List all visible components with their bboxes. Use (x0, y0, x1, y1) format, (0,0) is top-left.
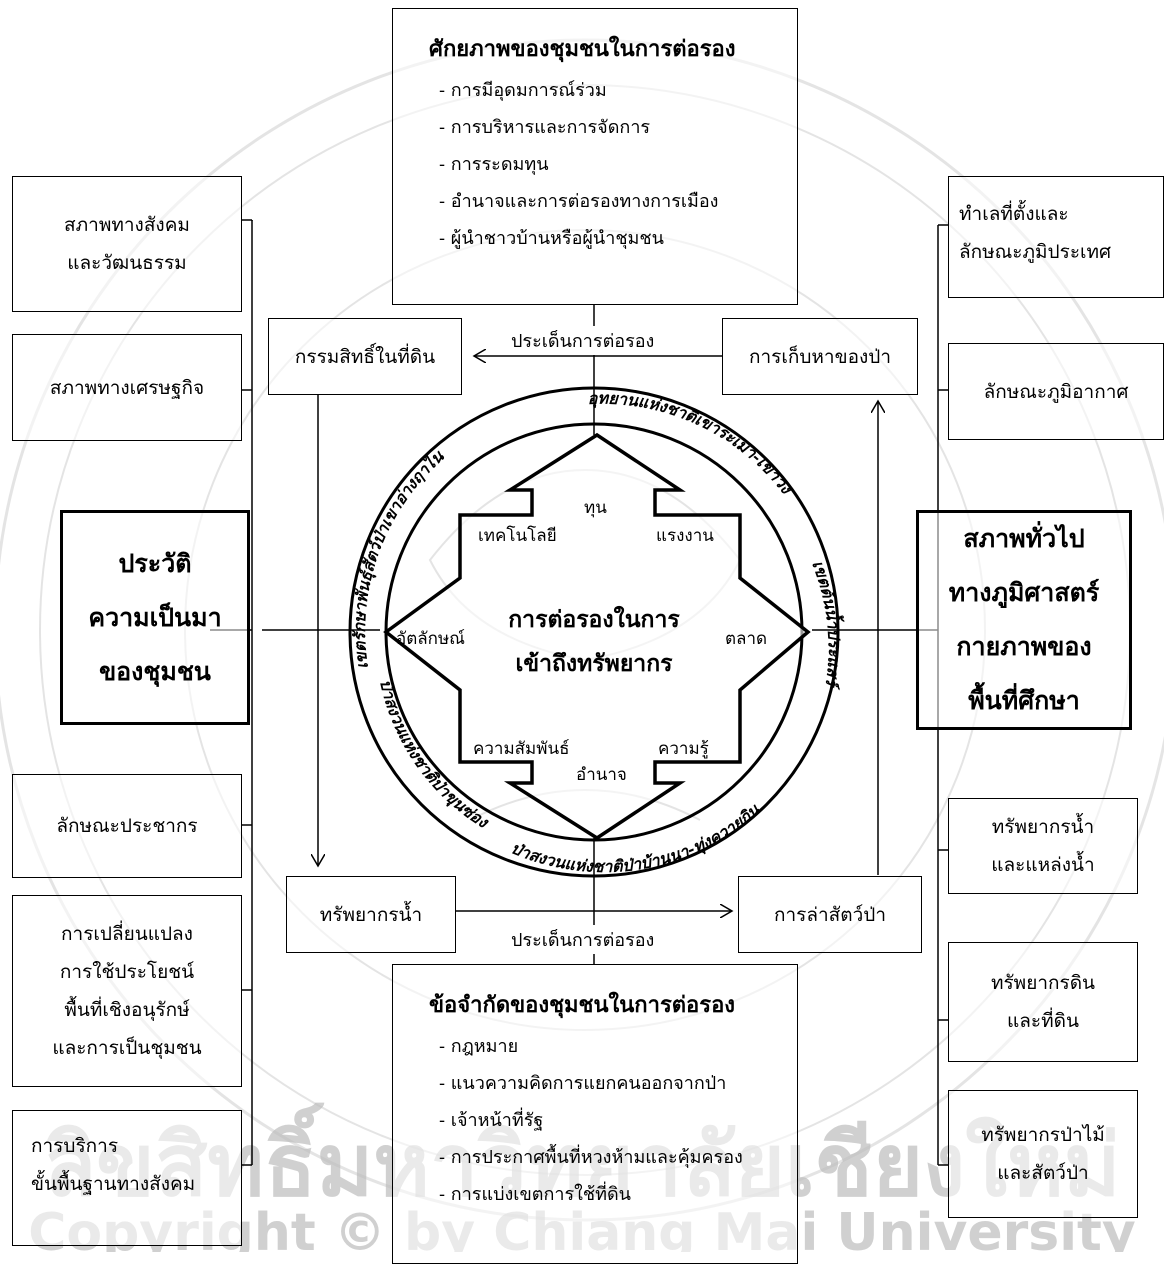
factor-identity: อัตลักษณ์ (396, 625, 465, 652)
limitation-item: - การประกาศพื้นที่หวงห้ามและคุ้มครอง (429, 1139, 797, 1176)
left-history-box: ประวัติ ความเป็นมา ของชุมชน (60, 510, 250, 725)
soil-line-1: ทรัพยากรดิน (991, 964, 1095, 1002)
landuse-line-3: พื้นที่เชิงอนุรักษ์ (64, 991, 189, 1029)
right-climate-box: ลักษณะภูมิอากาศ (948, 343, 1164, 440)
bargaining-issue-label-bottom: ประเด็นการต่อรอง (508, 925, 657, 954)
limitation-item: - เจ้าหน้าที่รัฐ (429, 1102, 797, 1139)
landuse-line-2: การใช้ประโยชน์ (60, 953, 194, 991)
services-line-1: การบริการ (31, 1127, 241, 1165)
economic-line-1: สภาพทางเศรษฐกิจ (50, 369, 204, 407)
community-potential-box: ศักยภาพของชุมชนในการต่อรอง - การมีอุดมกา… (392, 8, 798, 305)
water-line-1: ทรัพยากรน้ำ (992, 808, 1094, 846)
limitation-item: - การแบ่งเขตการใช้ที่ดิน (429, 1176, 797, 1213)
water-line-2: และแหล่งน้ำ (991, 846, 1094, 884)
issue-hunting-box: การล่าสัตว์ป่า (738, 876, 922, 953)
issue-water-resources-box: ทรัพยากรน้ำ (286, 876, 456, 953)
soil-line-2: และที่ดิน (1007, 1002, 1079, 1040)
right-location-box: ทำเลที่ตั้งและ ลักษณะภูมิประเทศ (948, 176, 1164, 298)
geography-line-3: กายภาพของ (956, 620, 1091, 674)
factor-relationship: ความสัมพันธ์ (473, 735, 569, 762)
forest-line-2: และสัตว์ป่า (997, 1154, 1088, 1192)
geography-line-2: ทางภูมิศาสตร์ (949, 566, 1100, 620)
bargaining-issue-label-top: ประเด็นการต่อรอง (508, 326, 657, 355)
social-culture-line-1: สภาพทางสังคม (64, 206, 190, 244)
left-landuse-box: การเปลี่ยนแปลง การใช้ประโยชน์ พื้นที่เชิ… (12, 895, 242, 1087)
center-title-line-2: เข้าถึงทรัพยากร (515, 642, 672, 686)
factor-labor: แรงงาน (656, 522, 714, 549)
services-line-2: ขั้นพื้นฐานทางสังคม (31, 1165, 241, 1203)
left-population-box: ลักษณะประชากร (12, 774, 242, 878)
potential-item: - ผู้นำชาวบ้านหรือผู้นำชุมชน (429, 220, 797, 257)
right-forest-box: ทรัพยากรป่าไม้ และสัตว์ป่า (948, 1090, 1138, 1218)
factor-knowledge: ความรู้ (658, 735, 709, 762)
right-geography-box: สภาพทั่วไป ทางภูมิศาสตร์ กายภาพของ พื้นท… (916, 510, 1132, 730)
left-economic-box: สภาพทางเศรษฐกิจ (12, 334, 242, 441)
geography-line-1: สภาพทั่วไป (963, 512, 1084, 566)
potential-item: - อำนาจและการต่อรองทางการเมือง (429, 183, 797, 220)
location-line-1: ทำเลที่ตั้งและ (959, 195, 1163, 233)
center-title-line-1: การต่อรองในการ (508, 598, 680, 642)
community-limitations-title: ข้อจำกัดของชุมชนในการต่อรอง (429, 987, 797, 1022)
factor-technology: เทคโนโลยี (478, 522, 557, 549)
history-line-2: ความเป็นมา (88, 591, 221, 645)
factor-capital: ทุน (584, 494, 607, 521)
limitation-item: - แนวความคิดการแยกคนออกจากป่า (429, 1065, 797, 1102)
potential-item: - การระดมทุน (429, 146, 797, 183)
issue-forest-collection-label: การเก็บหาของป่า (749, 338, 891, 376)
community-limitations-box: ข้อจำกัดของชุมชนในการต่อรอง - กฎหมาย - แ… (392, 964, 798, 1264)
factor-market: ตลาด (725, 625, 767, 652)
issue-water-resources-label: ทรัพยากรน้ำ (320, 896, 422, 934)
left-social-culture-box: สภาพทางสังคม และวัฒนธรรม (12, 176, 242, 312)
location-line-2: ลักษณะภูมิประเทศ (959, 233, 1163, 271)
issue-land-rights-label: กรรมสิทธิ์ในที่ดิน (295, 338, 435, 376)
population-line-1: ลักษณะประชากร (56, 807, 197, 845)
landuse-line-4: และการเป็นชุมชน (52, 1029, 201, 1067)
history-line-1: ประวัติ (119, 537, 192, 591)
issue-land-rights-box: กรรมสิทธิ์ในที่ดิน (268, 318, 462, 395)
history-line-3: ของชุมชน (99, 645, 211, 699)
geography-line-4: พื้นที่ศึกษา (968, 674, 1080, 728)
ring-label-right: เขตต้นน้ำประแสร์ (808, 558, 846, 691)
community-potential-title: ศักยภาพของชุมชนในการต่อรอง (429, 31, 797, 66)
issue-hunting-label: การล่าสัตว์ป่า (774, 896, 886, 934)
right-soil-box: ทรัพยากรดิน และที่ดิน (948, 942, 1138, 1062)
social-culture-line-2: และวัฒนธรรม (67, 244, 186, 282)
potential-item: - การมีอุดมการณ์ร่วม (429, 72, 797, 109)
right-water-box: ทรัพยากรน้ำ และแหล่งน้ำ (948, 798, 1138, 894)
factor-power: อำนาจ (576, 761, 627, 788)
landuse-line-1: การเปลี่ยนแปลง (61, 915, 193, 953)
issue-forest-collection-box: การเก็บหาของป่า (722, 318, 918, 395)
left-services-box: การบริการ ขั้นพื้นฐานทางสังคม (12, 1110, 242, 1246)
potential-item: - การบริหารและการจัดการ (429, 109, 797, 146)
forest-line-1: ทรัพยากรป่าไม้ (981, 1116, 1105, 1154)
limitation-item: - กฎหมาย (429, 1028, 797, 1065)
center-title: การต่อรองในการ เข้าถึงทรัพยากร (474, 592, 714, 692)
climate-line-1: ลักษณะภูมิอากาศ (984, 373, 1129, 411)
